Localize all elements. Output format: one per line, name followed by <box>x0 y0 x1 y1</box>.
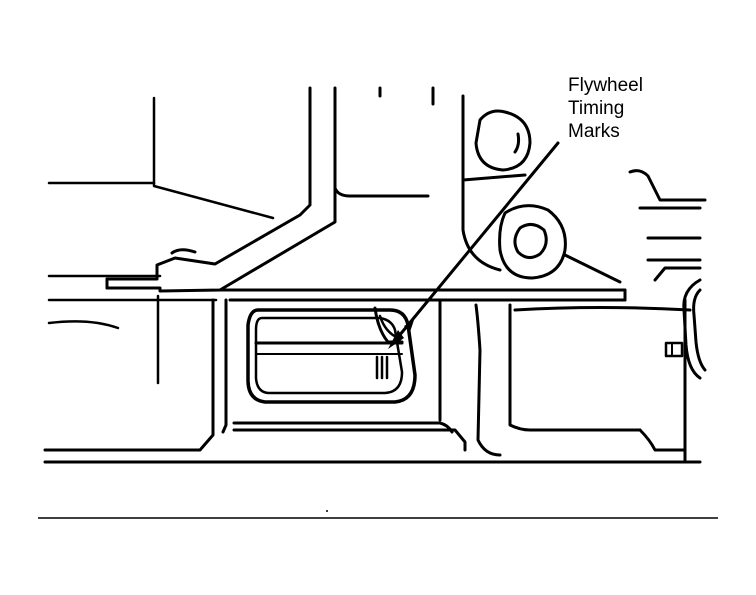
inspection-window <box>246 306 417 404</box>
lower-housing <box>43 298 702 464</box>
leader-arrow <box>388 141 560 349</box>
upper-casting <box>461 94 707 284</box>
footer-dot <box>326 510 328 512</box>
callout-label-timing: Timing <box>568 98 625 119</box>
timing-marks <box>375 355 389 380</box>
callout-label-flywheel: Flywheel <box>568 75 643 96</box>
support-bracket <box>105 86 435 293</box>
left-housing <box>47 96 275 385</box>
right-clamp <box>664 278 707 380</box>
pan-rail <box>218 288 627 302</box>
callout-label-marks: Marks <box>568 121 620 142</box>
